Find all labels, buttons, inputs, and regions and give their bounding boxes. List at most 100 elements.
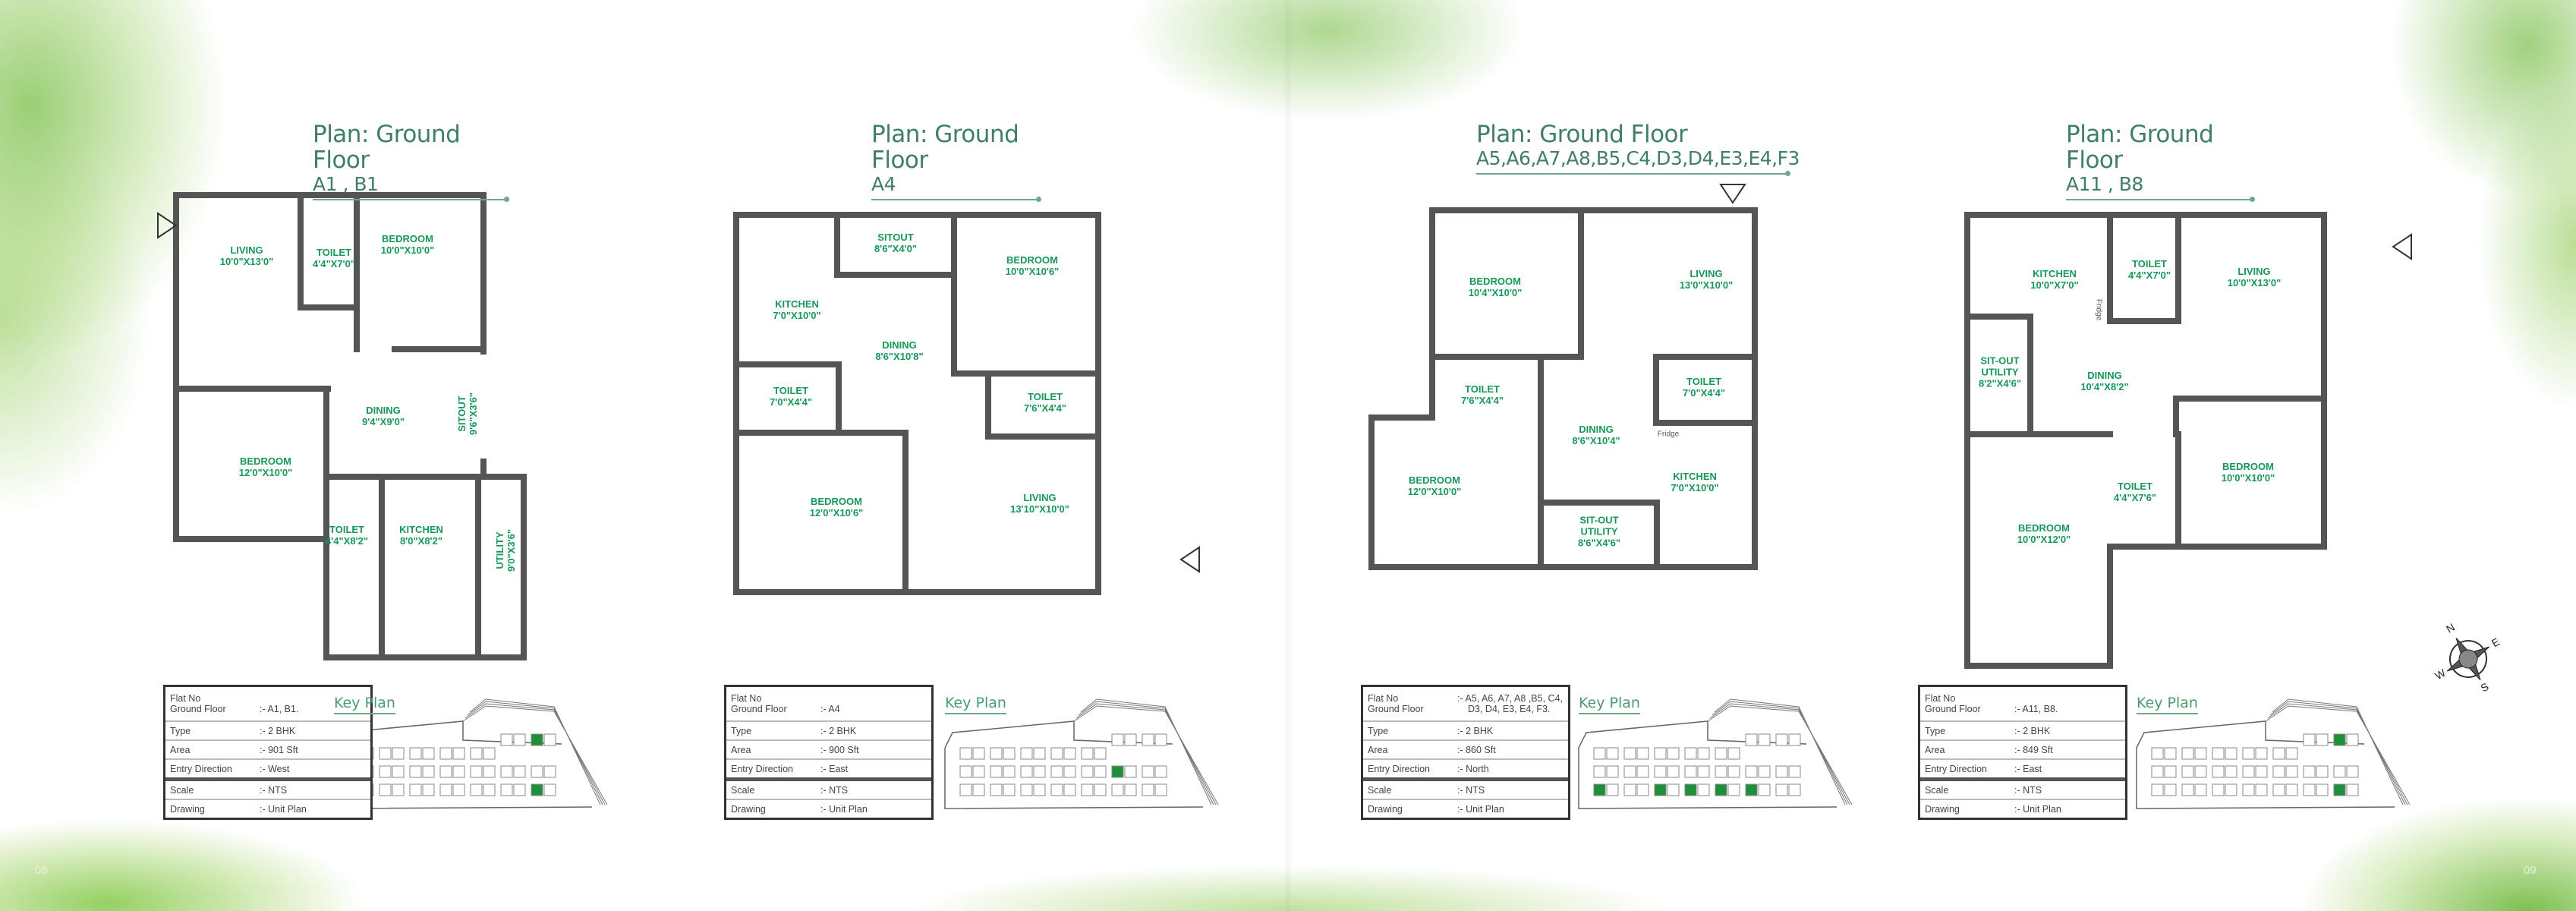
room-name: TOILET — [2118, 481, 2152, 492]
unit-block — [1606, 747, 1619, 760]
unit-block — [1050, 747, 1063, 760]
unit-block — [2212, 765, 2225, 778]
unit-block — [1154, 783, 1167, 796]
unit-block — [1003, 783, 1016, 796]
info-row: Area:- 849 Sft — [1920, 741, 2125, 760]
site-boundary — [2136, 748, 2395, 809]
unit-block — [1124, 733, 1137, 746]
info-row: Type:- 2 BHK — [1920, 722, 2125, 741]
road — [1078, 701, 1214, 805]
unit-block — [972, 747, 985, 760]
unit-block — [452, 747, 465, 760]
key-plan-map — [333, 698, 608, 809]
unit-block — [2181, 747, 2194, 760]
info-value: :- 849 Sft — [2014, 744, 2053, 755]
info-label: Area — [1368, 744, 1388, 755]
info-row: Area:- 900 Sft — [726, 741, 931, 760]
room-name: BEDROOM — [811, 496, 862, 507]
info-label: Scale — [731, 784, 755, 796]
room-size: 8'6"X10'8" — [875, 351, 924, 362]
unit-block — [1142, 783, 1154, 796]
info-value: :- North — [1457, 763, 1489, 774]
unit-block — [1063, 747, 1076, 760]
room-size: 10'4"X8'2" — [2080, 381, 2129, 392]
unit-block — [422, 765, 435, 778]
road — [1709, 703, 1850, 805]
title-underline — [2066, 197, 2255, 202]
road — [464, 703, 606, 805]
unit-block — [1020, 747, 1033, 760]
plan-units: A11 , B8 — [2066, 173, 2143, 195]
entry-arrow-icon — [157, 212, 178, 239]
info-label: Drawing — [170, 803, 205, 815]
room-name: DINING — [2087, 370, 2122, 381]
unit-block — [990, 783, 1003, 796]
plan-units: A5,A6,A7,A8,B5,C4,D3,D4,E3,E4,F3 — [1476, 147, 1800, 169]
room-name: SITOUT — [456, 396, 468, 432]
room-name: BEDROOM — [1469, 276, 1521, 287]
room-size: 7'0"X10'0" — [1671, 482, 1719, 493]
unit-block — [2194, 747, 2207, 760]
compass-n-label: N — [2444, 621, 2457, 635]
compass-w-label: W — [2433, 667, 2448, 682]
info-label: Entry Direction — [731, 763, 793, 774]
unit-block — [2255, 783, 2268, 796]
site-boundary — [1578, 720, 1807, 749]
compass-e-label: E — [2489, 635, 2502, 650]
info-row: Entry Direction:- East — [1920, 760, 2125, 781]
room-name: BEDROOM — [240, 456, 291, 467]
room-name: DINING — [1579, 424, 1614, 435]
info-label: Scale — [170, 784, 194, 796]
unit-block — [422, 747, 435, 760]
unit-block — [1623, 765, 1636, 778]
unit-block — [1788, 783, 1801, 796]
unit-block — [2272, 765, 2285, 778]
unit-block — [1081, 783, 1094, 796]
unit-block — [1050, 765, 1063, 778]
room-name: DINING — [882, 339, 917, 351]
key-plan-title: Key Plan — [1579, 695, 1640, 714]
unit-block — [2242, 747, 2255, 760]
road — [1712, 701, 1848, 805]
unit-block — [2316, 765, 2329, 778]
key-plan-label: Key Plan — [945, 695, 1006, 711]
unit-block — [543, 733, 556, 746]
room-size: 10'0"X13'0" — [2227, 277, 2282, 288]
key-plan-label: Key Plan — [334, 695, 395, 711]
unit-block — [2272, 783, 2285, 796]
road — [469, 698, 601, 805]
unit-block — [2255, 765, 2268, 778]
info-row: Entry Direction:- West — [165, 760, 370, 781]
room-name: BEDROOM — [2018, 522, 2070, 534]
road — [2269, 701, 2406, 805]
room-name: SIT-OUT — [1579, 514, 1619, 526]
unit-block — [1654, 765, 1667, 778]
unit-block — [1788, 765, 1801, 778]
highlighted-unit — [2333, 783, 2346, 796]
highlighted-unit — [2333, 733, 2346, 746]
page-number-right: 09 — [2524, 864, 2537, 877]
plan-walls — [1964, 212, 2327, 669]
room-size: 7'6"X4'4" — [1460, 395, 1504, 406]
room-size: 13'0"X10'0" — [1679, 279, 1734, 291]
info-label: Drawing — [1368, 803, 1403, 815]
flat-no-row: Flat No:- A5, A6, A7, A8 ,B5, C4,Ground … — [1363, 687, 1568, 722]
plan-walls — [733, 212, 1101, 595]
flat-no-value: D3, D4, E3, E4, F3. — [1468, 704, 1551, 714]
unit-block — [409, 765, 422, 778]
room-size: 4'4"X7'0" — [312, 258, 356, 270]
info-value: :- East — [2014, 763, 2042, 774]
room-size: 13'10"X10'0" — [1010, 503, 1069, 515]
